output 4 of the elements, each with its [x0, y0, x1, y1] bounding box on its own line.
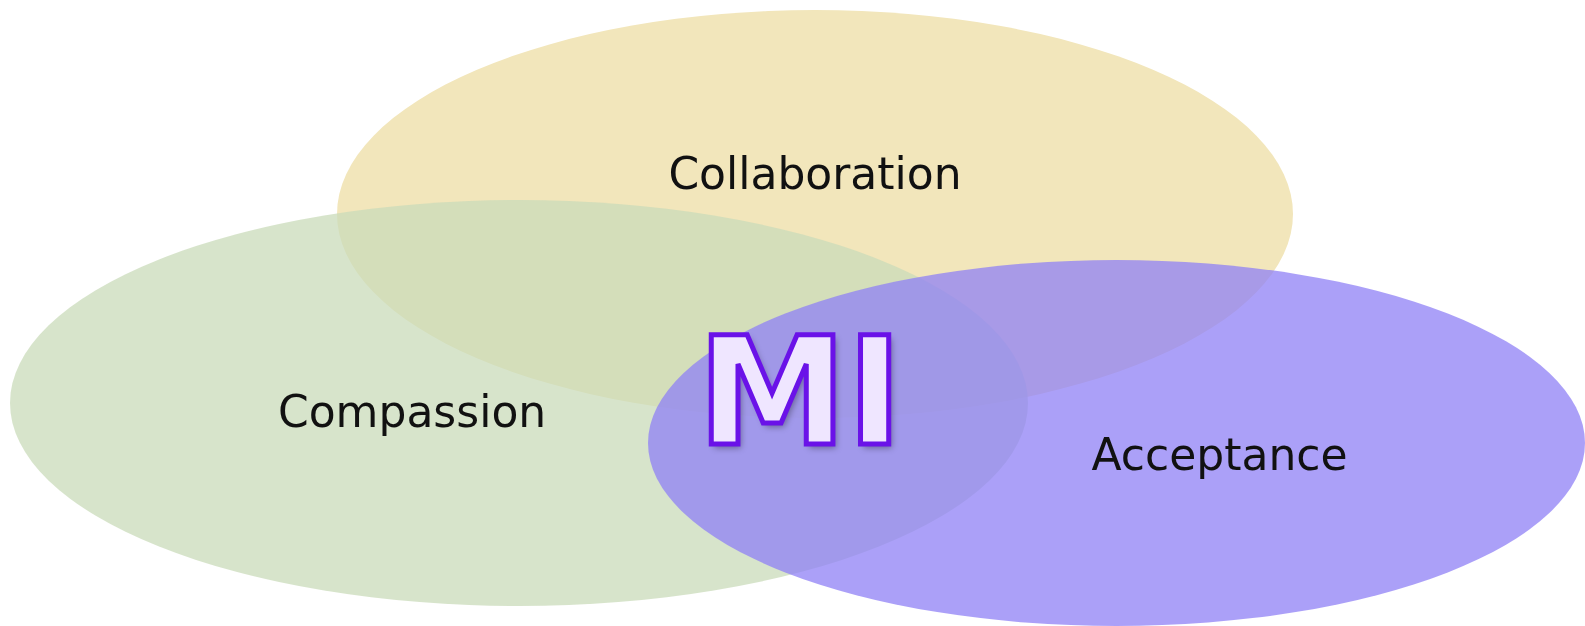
- circle-label: Acceptance: [1091, 428, 1348, 480]
- circle-label: Collaboration: [668, 147, 962, 199]
- circle-label: Compassion: [277, 385, 547, 437]
- center-label: MI: [697, 317, 903, 467]
